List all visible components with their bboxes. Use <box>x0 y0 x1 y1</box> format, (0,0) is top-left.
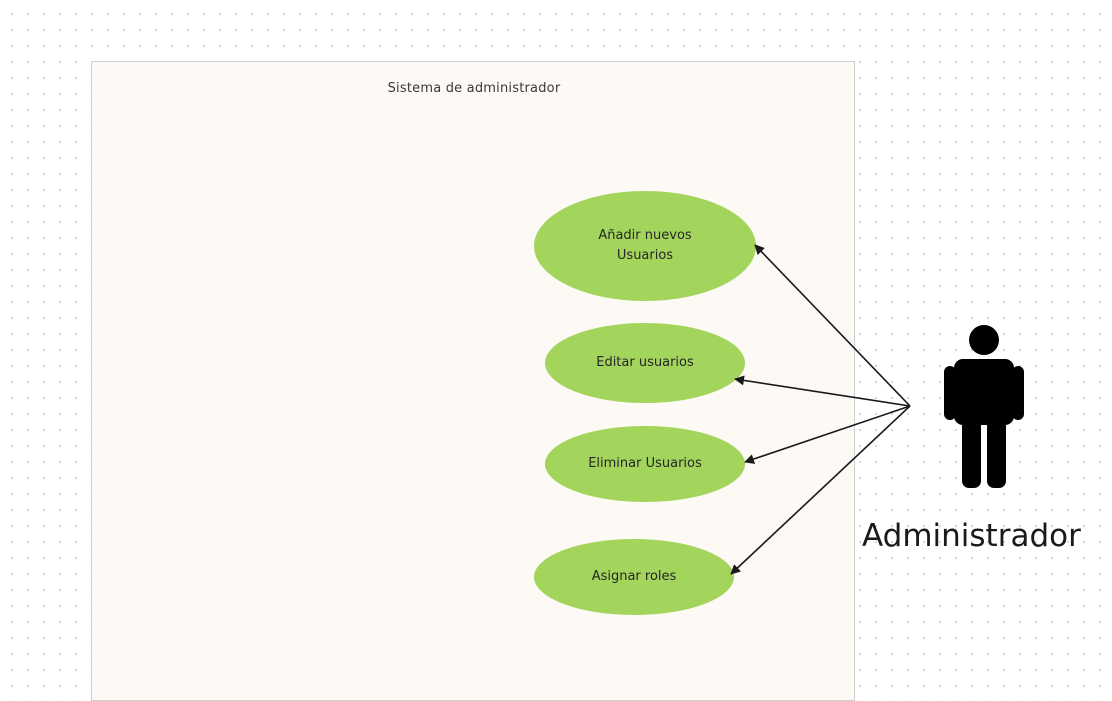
system-title: Sistema de administrador <box>387 81 561 96</box>
actor-name: Administrador <box>862 518 1081 554</box>
use-case-edit-users[interactable]: Editar usuarios <box>545 323 745 403</box>
system-boundary[interactable]: Sistema de administrador <box>91 61 855 701</box>
use-case-assign-roles[interactable]: Asignar roles <box>534 539 734 615</box>
use-case-add-users[interactable]: Añadir nuevos Usuarios <box>534 191 756 301</box>
person-icon <box>944 325 1024 488</box>
use-case-delete-users[interactable]: Eliminar Usuarios <box>545 426 745 502</box>
actor-administrador[interactable] <box>936 324 1026 499</box>
